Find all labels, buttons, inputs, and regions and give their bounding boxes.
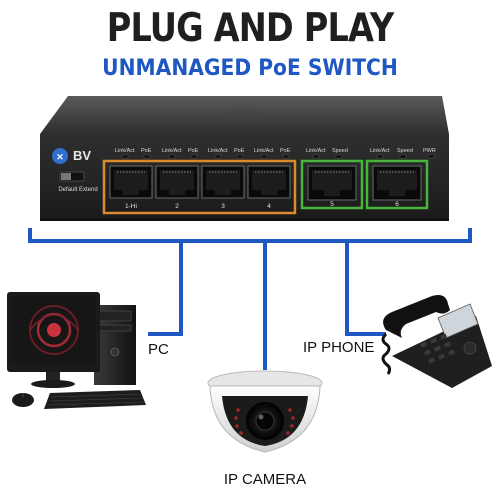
port-label: 6 bbox=[395, 201, 399, 208]
rj45-port-1[interactable] bbox=[109, 165, 153, 199]
port-label: 2 bbox=[175, 203, 179, 210]
led-label: Link/Act bbox=[254, 148, 274, 154]
led-label: Link/Act bbox=[370, 148, 390, 154]
port-number-labels: 1-Hi 2 3 4 5 6 bbox=[125, 201, 399, 210]
headline-subtitle: UNMANAGED PoE SWITCH bbox=[102, 56, 398, 81]
rj45-port-6[interactable] bbox=[372, 165, 422, 201]
rj45-port-3[interactable] bbox=[201, 165, 245, 199]
led-labels: Link/Act PoE Link/Act PoE Link/Act PoE L… bbox=[115, 148, 436, 154]
led-label: Link/Act bbox=[115, 148, 135, 154]
led-label: Link/Act bbox=[162, 148, 182, 154]
device-label-ip-phone: IP PHONE bbox=[303, 339, 374, 356]
led-label: PoE bbox=[234, 148, 245, 154]
led-label: Link/Act bbox=[208, 148, 228, 154]
mode-switch-label: Default Extend bbox=[58, 187, 97, 193]
led-label: PoE bbox=[141, 148, 152, 154]
svg-text:⬡ BV: ⬡ BV bbox=[227, 108, 263, 124]
led-label: Speed bbox=[332, 148, 348, 154]
poe-switch: ⬡ BV ✕ BV Default Extend Link/Act PoE Li… bbox=[40, 96, 449, 221]
uplink-port-5-outline bbox=[300, 159, 364, 210]
desktop-computer-icon bbox=[7, 292, 146, 409]
port-label: 4 bbox=[267, 203, 271, 210]
led-label: PoE bbox=[280, 148, 291, 154]
port-label: 5 bbox=[330, 201, 334, 208]
network-connector-lines bbox=[28, 228, 472, 370]
brand-logo: ✕ BV bbox=[52, 148, 91, 164]
poe-ports-group-outline bbox=[102, 159, 297, 215]
uplink-port-6-outline bbox=[365, 159, 429, 210]
svg-text:✕: ✕ bbox=[56, 152, 64, 162]
status-leds bbox=[121, 154, 435, 159]
device-label-ip-camera: IP CAMERA bbox=[224, 471, 306, 488]
led-label: PWR bbox=[423, 148, 436, 154]
led-label: Link/Act bbox=[306, 148, 326, 154]
ip-phone-icon bbox=[381, 295, 492, 388]
brand-logo-text: BV bbox=[73, 148, 91, 163]
rj45-port-4[interactable] bbox=[247, 165, 291, 199]
rj45-port-5[interactable] bbox=[307, 165, 357, 201]
led-label: PoE bbox=[188, 148, 199, 154]
led-label: Speed bbox=[397, 148, 413, 154]
port-label: 1-Hi bbox=[125, 203, 137, 210]
device-label-pc: PC bbox=[148, 341, 169, 358]
dome-camera-icon bbox=[207, 370, 323, 453]
switch-top bbox=[40, 96, 449, 134]
headline-title: PLUG AND PLAY bbox=[106, 6, 394, 51]
port-label: 3 bbox=[221, 203, 225, 210]
rj45-port-2[interactable] bbox=[155, 165, 199, 199]
